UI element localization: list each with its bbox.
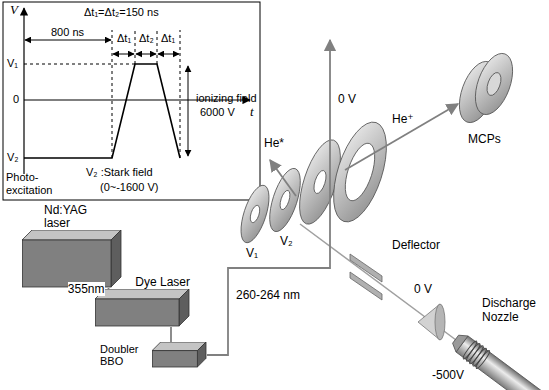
time-guide bbox=[180, 30, 181, 158]
interval-label: 800 ns bbox=[51, 26, 84, 39]
discharge-nozzle bbox=[468, 345, 484, 365]
axis-name: V bbox=[10, 2, 18, 17]
mcp-detector bbox=[452, 48, 520, 127]
discharge-nozzle bbox=[450, 331, 468, 352]
level-label: V₂ bbox=[7, 151, 19, 164]
mcp-detector bbox=[468, 48, 520, 119]
laser-beam bbox=[170, 327, 172, 342]
part-label: Discharge Nozzle bbox=[482, 296, 544, 324]
box-front bbox=[23, 240, 112, 287]
level-label: 0 bbox=[13, 93, 19, 106]
level-label: V₁ bbox=[7, 57, 18, 70]
apparatus bbox=[207, 40, 549, 390]
box-title: Nd:YAG laser bbox=[22, 204, 78, 230]
box-shape bbox=[152, 342, 207, 368]
box-side bbox=[197, 342, 206, 367]
event-label: Photo-excitation bbox=[6, 171, 62, 197]
box-top bbox=[152, 342, 206, 351]
uv-laser-beam bbox=[207, 40, 330, 355]
skimmer-cone bbox=[435, 304, 445, 340]
interval-arrow bbox=[25, 40, 111, 41]
mcp-detector bbox=[484, 71, 503, 98]
voltage-label: -500V bbox=[432, 368, 464, 382]
interval-arrow bbox=[158, 54, 179, 55]
axis-name: t bbox=[250, 104, 254, 119]
time-guide bbox=[112, 30, 113, 158]
box-top bbox=[22, 230, 121, 240]
electrode-label: 0 V bbox=[414, 282, 432, 296]
electrode-label: V₁ bbox=[246, 246, 258, 260]
box-shape bbox=[22, 230, 122, 288]
discharge-nozzle bbox=[475, 350, 491, 370]
timing-note: Δt₁=Δt₂=150 ns bbox=[84, 6, 159, 19]
timing-inset bbox=[3, 2, 260, 200]
electrode-plates bbox=[248, 204, 261, 224]
wavelength-label: 260-264 nm bbox=[236, 288, 300, 302]
wavelength-label: 355nm bbox=[68, 282, 105, 296]
interval-arrow bbox=[188, 66, 189, 156]
deflector-plates bbox=[350, 272, 382, 300]
voltage-waveform bbox=[24, 64, 180, 158]
discharge-nozzle bbox=[465, 342, 481, 362]
deflector-plates bbox=[350, 254, 382, 300]
electrode-plates bbox=[323, 116, 397, 229]
electrode-plates bbox=[235, 182, 274, 246]
interval-arrow bbox=[113, 54, 134, 55]
part-label: Deflector bbox=[392, 238, 440, 252]
discharge-nozzle bbox=[456, 336, 549, 390]
detector-label: MCPs bbox=[468, 132, 501, 146]
electrode-plates bbox=[312, 169, 329, 195]
skimmer-cone bbox=[418, 304, 445, 340]
interval-label: Δt₁ bbox=[161, 32, 175, 45]
discharge-nozzle bbox=[462, 340, 478, 360]
field-value: 6000 V bbox=[200, 106, 235, 119]
electrode-plates bbox=[278, 189, 292, 210]
electrode-plates bbox=[235, 116, 397, 246]
field-value: (0~-1600 V) bbox=[100, 181, 158, 194]
box-front bbox=[96, 299, 180, 326]
electrode-plates bbox=[339, 140, 380, 204]
electrode-label: 0 V bbox=[338, 92, 356, 106]
metastable-beam-arrow bbox=[270, 160, 296, 196]
interval-arrow bbox=[136, 54, 156, 55]
voltage-axis bbox=[23, 8, 24, 174]
beam-label: He⁺ bbox=[392, 112, 414, 126]
inset-frame bbox=[3, 2, 260, 200]
electrode-label: V₂ bbox=[280, 234, 293, 248]
laser-box: Dye Laser bbox=[95, 276, 190, 327]
time-guide bbox=[112, 30, 180, 158]
interval-arrow bbox=[25, 40, 188, 156]
box-side bbox=[179, 289, 189, 326]
box-side bbox=[111, 230, 121, 287]
ion-path-arrow bbox=[345, 104, 458, 170]
laser-box: Nd:YAG laser bbox=[22, 204, 122, 288]
crystal-box: Doubler BBO bbox=[100, 342, 207, 368]
box-shape bbox=[95, 289, 190, 327]
box-top bbox=[95, 289, 189, 299]
box-title: Doubler BBO bbox=[100, 343, 148, 367]
box-title: Dye Laser bbox=[95, 276, 190, 289]
atom-beam bbox=[300, 224, 456, 340]
interval-label: Δt₁ bbox=[117, 32, 131, 45]
time-guide bbox=[157, 30, 158, 64]
beam-label: He* bbox=[264, 136, 284, 150]
time-guide bbox=[135, 30, 136, 64]
interval-label: Δt₂ bbox=[139, 32, 154, 45]
field-note: ionizing field bbox=[196, 92, 257, 105]
box-front bbox=[153, 351, 198, 367]
discharge-nozzle bbox=[462, 340, 491, 370]
discharge-nozzle bbox=[471, 347, 487, 367]
level-guide bbox=[24, 64, 135, 65]
field-note: V₂ :Stark field bbox=[86, 166, 153, 179]
